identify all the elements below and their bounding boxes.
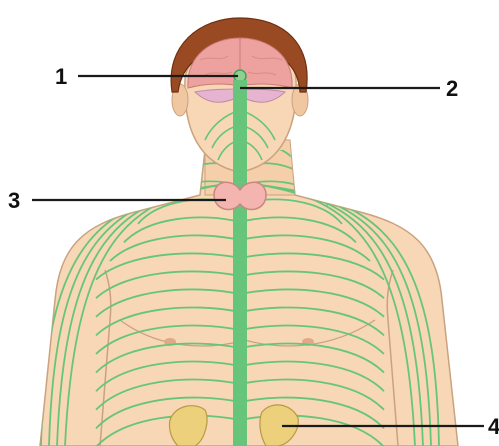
- label-2: 2: [446, 76, 458, 101]
- label-3: 3: [8, 188, 20, 213]
- spinal-cord: [233, 80, 247, 446]
- label-1: 1: [55, 64, 67, 89]
- label-4: 4: [488, 414, 499, 439]
- left-adrenal-gland: [169, 406, 206, 446]
